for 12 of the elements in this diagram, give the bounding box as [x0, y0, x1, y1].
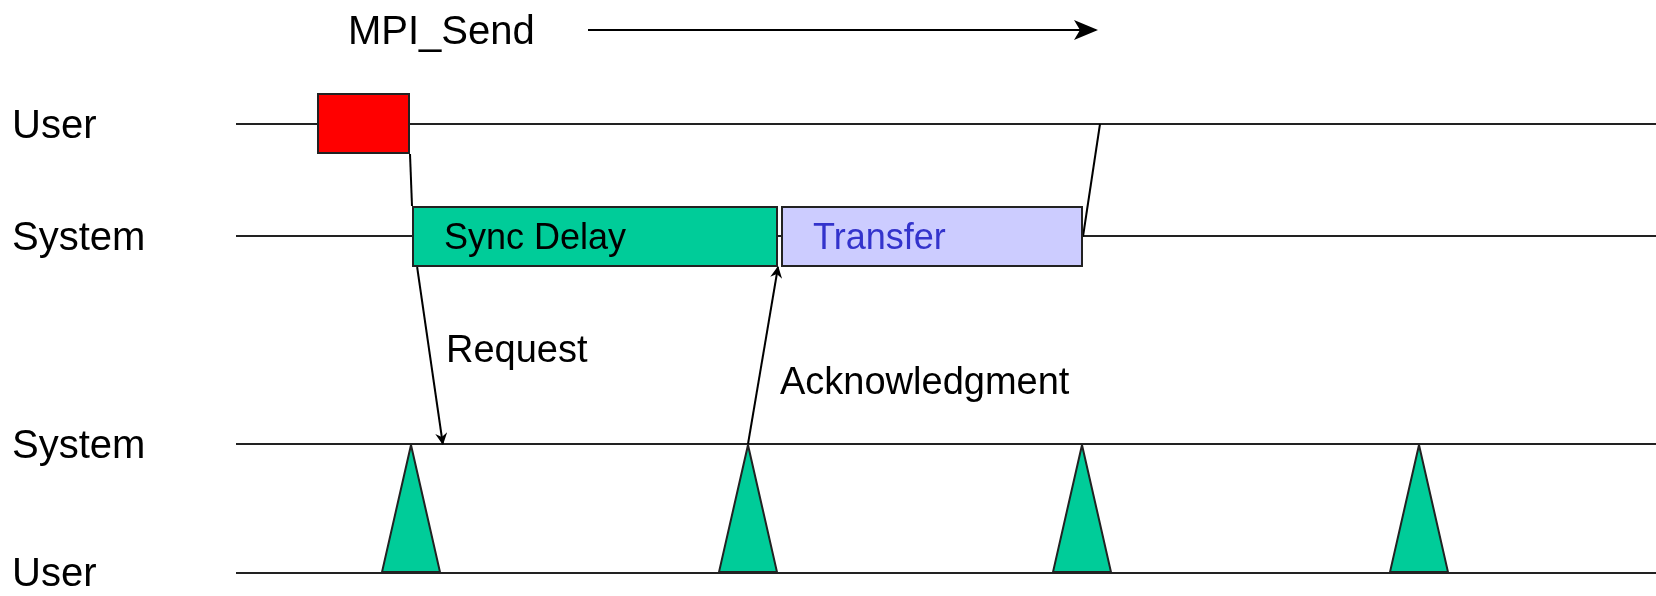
- arrow: [416, 266, 448, 445]
- lane-label: User: [12, 552, 97, 592]
- lane-label: System: [12, 424, 146, 464]
- sync-delay-bar: [412, 206, 778, 267]
- arrow: [747, 266, 783, 445]
- process-box: [317, 93, 410, 154]
- transfer-bar: [781, 206, 1083, 267]
- lane-label: System: [12, 216, 146, 256]
- bar-label: Sync Delay: [444, 218, 627, 255]
- bar-label: Transfer: [813, 218, 946, 255]
- lane-label: User: [12, 104, 97, 144]
- function-label: MPI_Send: [348, 10, 535, 50]
